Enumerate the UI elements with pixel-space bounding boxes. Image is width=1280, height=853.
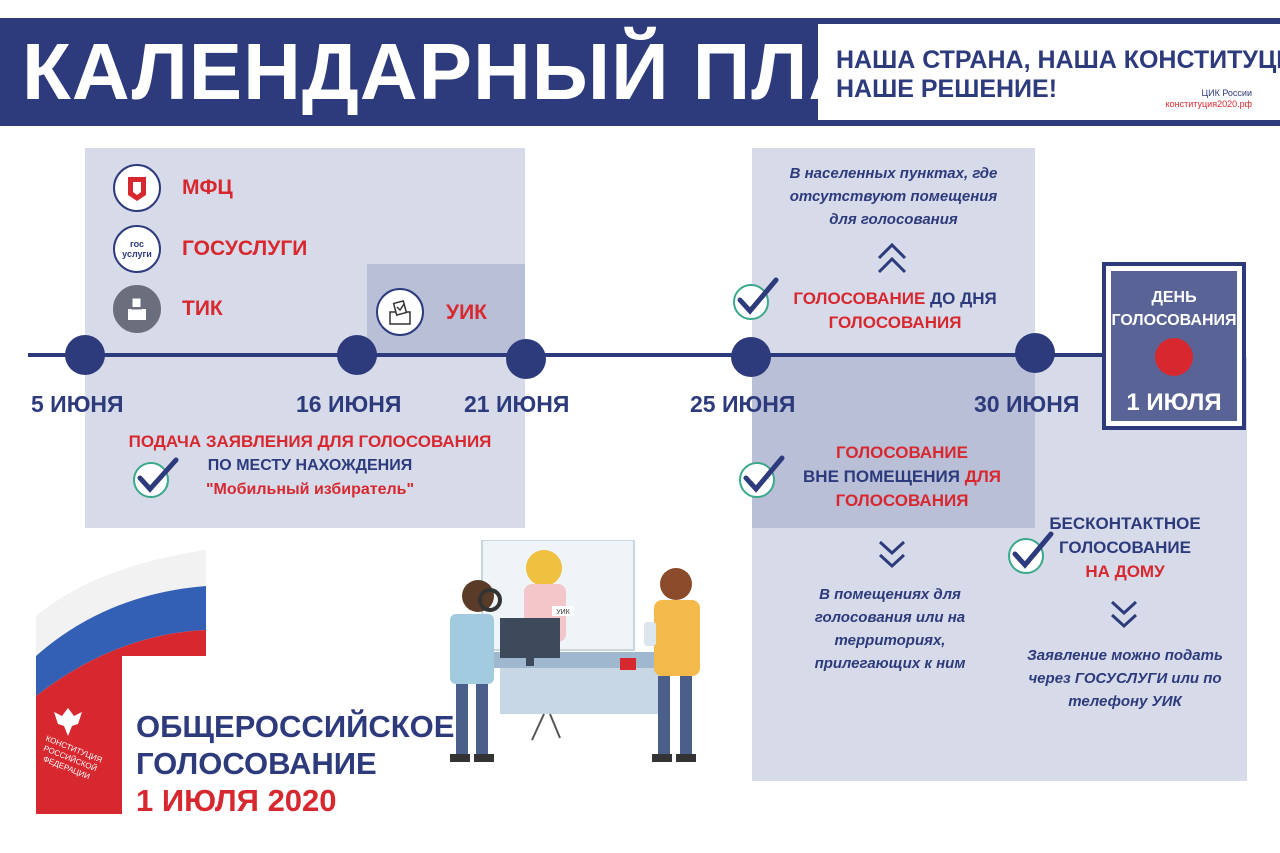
voting-day-date: 1 ИЮЛЯ <box>1126 389 1222 416</box>
illustration-badge: УИК <box>556 609 570 616</box>
check-icon-application <box>132 456 182 505</box>
check-icon-contactless <box>1006 530 1056 581</box>
mfc-logo-icon <box>113 164 161 212</box>
application-line-1: ПОДАЧА ЗАЯВЛЕНИЯ ДЛЯ ГОЛОСОВАНИЯ <box>128 432 492 451</box>
logo-line-1: ОБЩЕРОССИЙСКОЕ <box>136 709 455 744</box>
contactless-title: БЕСКОНТАКТНОЕ ГОЛОСОВАНИЕ НА ДОМУ <box>1040 512 1210 584</box>
date-jun25: 25 ИЮНЯ <box>690 391 796 417</box>
outside-note-line-3: территориях, <box>834 632 946 649</box>
outside-line-2-navy: ВНЕ ПОМЕЩЕНИЯ <box>803 467 965 486</box>
application-text: ПОДАЧА ЗАЯВЛЕНИЯ ДЛЯ ГОЛОСОВАНИЯ ПО МЕСТ… <box>110 430 510 502</box>
outside-note-line-2: голосования или на <box>814 609 966 626</box>
timeline-dot-jun5 <box>65 335 105 375</box>
contactless-note: Заявление можно подать через ГОСУСЛУГИ и… <box>1000 644 1250 713</box>
org-label-uik: УИК <box>446 301 487 324</box>
date-jun30: 30 ИЮНЯ <box>974 391 1080 417</box>
eagle-emblem-icon <box>48 702 88 742</box>
cik-label: ЦИК России <box>1201 88 1252 98</box>
date-jun5: 5 ИЮНЯ <box>31 391 124 417</box>
early-title-navy: ДО ДНЯ <box>925 289 997 308</box>
voting-day-label: ДЕНЬ ГОЛОСОВАНИЯ <box>1102 286 1246 332</box>
outside-note-line-1: В помещениях для <box>819 586 961 603</box>
ballot-box-icon <box>113 285 161 333</box>
outside-line-2-red: ДЛЯ <box>964 467 1001 486</box>
timeline-line <box>28 353 1244 357</box>
panel-contactless <box>752 528 1247 781</box>
voting-day-dot <box>1155 338 1193 376</box>
outside-line-3: ГОЛОСОВАНИЯ <box>835 491 969 510</box>
date-jun16: 16 ИЮНЯ <box>296 391 402 417</box>
cik-site: конституция2020.рф <box>1165 99 1252 109</box>
outside-line-1: ГОЛОСОВАНИЕ <box>836 443 968 462</box>
application-line-2: ПО МЕСТУ НАХОЖДЕНИЯ <box>207 457 413 474</box>
contactless-line-3: НА ДОМУ <box>1085 562 1165 581</box>
gosuslugi-logo-icon: гос услуги <box>113 225 161 273</box>
early-note-line-1: В населенных пунктах, где <box>789 165 998 182</box>
chevron-down-icon <box>877 538 907 577</box>
page-title: КАЛЕНДАРНЫЙ ПЛАН <box>22 27 926 116</box>
logo-text: ОБЩЕРОССИЙСКОЕ ГОЛОСОВАНИЕ 1 ИЮЛЯ 2020 <box>136 708 454 819</box>
polling-station-illustration: УИК <box>450 540 700 762</box>
header-slogan: НАША СТРАНА, НАША КОНСТИТУЦИЯ, НАШЕ РЕШЕ… <box>836 46 1280 104</box>
org-label-gosuslugi: ГОСУСЛУГИ <box>182 237 308 260</box>
contactless-note-line-2: через ГОСУСЛУГИ или по <box>1028 670 1222 687</box>
logo-line-2: ГОЛОСОВАНИЕ <box>136 746 377 781</box>
panel-outside-voting <box>752 357 1035 528</box>
early-title-red-1: ГОЛОСОВАНИЕ <box>793 289 926 308</box>
contactless-note-line-1: Заявление можно подать <box>1027 647 1223 664</box>
ballot-hand-icon <box>376 288 424 336</box>
voting-day-line-2: ГОЛОСОВАНИЯ <box>1111 312 1237 329</box>
outside-voting-note: В помещениях для голосования или на терр… <box>770 583 1010 675</box>
chevron-up-icon <box>876 240 908 281</box>
flag-ribbon-logo <box>36 550 206 814</box>
gosuslugi-logo-text: гос услуги <box>122 239 152 259</box>
early-title-red-2: ГОЛОСОВАНИЯ <box>828 313 962 332</box>
voting-day-line-1: ДЕНЬ <box>1151 289 1197 306</box>
timeline-dot-jun16 <box>337 335 377 375</box>
early-note-line-3: для голосования <box>829 211 958 228</box>
check-icon-outside <box>737 454 787 505</box>
check-icon-early <box>731 276 781 327</box>
outside-note-line-4: прилегающих к ним <box>814 655 966 672</box>
slogan-line-1: НАША СТРАНА, НАША КОНСТИТУЦИЯ, <box>836 46 1280 74</box>
early-note-line-2: отсутствуют помещения <box>789 188 998 205</box>
contactless-line-2: ГОЛОСОВАНИЕ <box>1059 538 1191 557</box>
early-voting-title: ГОЛОСОВАНИЕ ДО ДНЯ ГОЛОСОВАНИЯ <box>770 287 1020 335</box>
timeline-dot-jun30 <box>1015 333 1055 373</box>
timeline-dot-jun25 <box>731 337 771 377</box>
outside-voting-title: ГОЛОСОВАНИЕ ВНЕ ПОМЕЩЕНИЯ ДЛЯ ГОЛОСОВАНИ… <box>782 441 1022 513</box>
application-line-3: "Мобильный избиратель" <box>205 481 415 498</box>
date-jun21: 21 ИЮНЯ <box>464 391 570 417</box>
chevron-down-icon-2 <box>1109 598 1139 637</box>
slogan-line-2: НАШЕ РЕШЕНИЕ! <box>836 75 1058 103</box>
timeline-dot-jun21 <box>506 339 546 379</box>
contactless-note-line-3: телефону УИК <box>1068 693 1182 710</box>
org-label-mfc: МФЦ <box>182 176 233 199</box>
early-voting-note: В населенных пунктах, где отсутствуют по… <box>752 162 1035 231</box>
contactless-line-1: БЕСКОНТАКТНОЕ <box>1049 514 1201 533</box>
org-label-tik: ТИК <box>182 297 223 320</box>
logo-line-3: 1 ИЮЛЯ 2020 <box>136 783 337 818</box>
header-slogan-box <box>818 24 1280 120</box>
